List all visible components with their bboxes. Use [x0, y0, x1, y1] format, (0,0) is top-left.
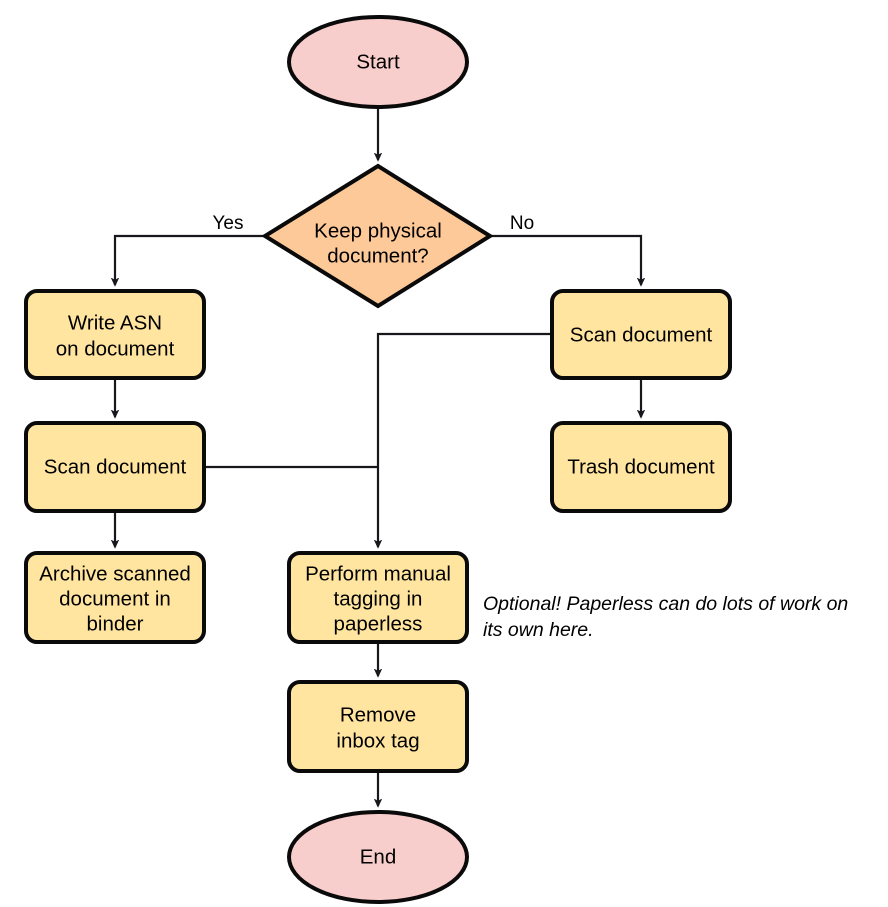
node-end[interactable]: End — [287, 810, 469, 904]
scan-document-right-box — [550, 289, 732, 380]
node-start[interactable]: Start — [287, 15, 469, 109]
remove-inbox-label-line1: Remove — [340, 703, 416, 726]
end-ellipse — [287, 810, 469, 904]
annotation-line1: Optional! Paperless can do lots of work … — [483, 593, 848, 615]
write-asn-label-line1: Write ASN — [68, 311, 162, 334]
node-scan-document-left[interactable]: Scan document — [24, 421, 206, 513]
scan-document-left-box — [24, 421, 206, 513]
edge-label-no: No — [510, 213, 534, 234]
archive-label-line1: Archive scanned — [39, 562, 191, 585]
node-keep-physical-document[interactable]: Keep physical document? — [261, 163, 494, 309]
node-write-asn[interactable]: Write ASN on document — [24, 289, 206, 380]
manual-tagging-label-line2: tagging in — [334, 587, 423, 610]
write-asn-label-line2: on document — [56, 337, 175, 360]
edge-scan-right-to-manual-tagging — [378, 332, 552, 547]
start-label: Start — [356, 50, 400, 73]
node-remove-inbox-tag[interactable]: Remove inbox tag — [287, 680, 469, 773]
edge-decision-no-to-scan-right — [490, 234, 641, 285]
trash-document-label: Trash document — [567, 455, 715, 478]
scan-document-left-label: Scan document — [44, 455, 187, 478]
edge-decision-yes-to-write-asn — [115, 234, 265, 285]
node-scan-document-right[interactable]: Scan document — [550, 289, 732, 380]
manual-tagging-box — [287, 551, 469, 644]
node-manual-tagging[interactable]: Perform manual tagging in paperless — [287, 551, 469, 644]
end-label: End — [360, 845, 396, 868]
node-archive-in-binder[interactable]: Archive scanned document in binder — [24, 551, 206, 644]
decision-label-line1: Keep physical — [314, 219, 442, 242]
trash-document-box — [550, 421, 732, 513]
decision-diamond — [261, 163, 494, 309]
archive-label-line2: document in — [59, 587, 171, 610]
annotation-line2: its own here. — [483, 619, 594, 641]
scan-document-right-label: Scan document — [570, 323, 713, 346]
write-asn-box — [24, 289, 206, 380]
remove-inbox-tag-box — [287, 680, 469, 773]
node-trash-document[interactable]: Trash document — [550, 421, 732, 513]
annotation-note: Optional! Paperless can do lots of work … — [483, 593, 848, 641]
decision-label-line2: document? — [327, 244, 428, 267]
remove-inbox-label-line2: inbox tag — [336, 729, 419, 752]
connector-layer — [115, 107, 641, 806]
archive-in-binder-box — [24, 551, 206, 644]
start-ellipse — [287, 15, 469, 109]
edge-label-yes: Yes — [213, 213, 244, 234]
manual-tagging-label-line1: Perform manual — [305, 562, 451, 585]
manual-tagging-label-line3: paperless — [334, 612, 423, 635]
archive-label-line3: binder — [87, 612, 144, 635]
